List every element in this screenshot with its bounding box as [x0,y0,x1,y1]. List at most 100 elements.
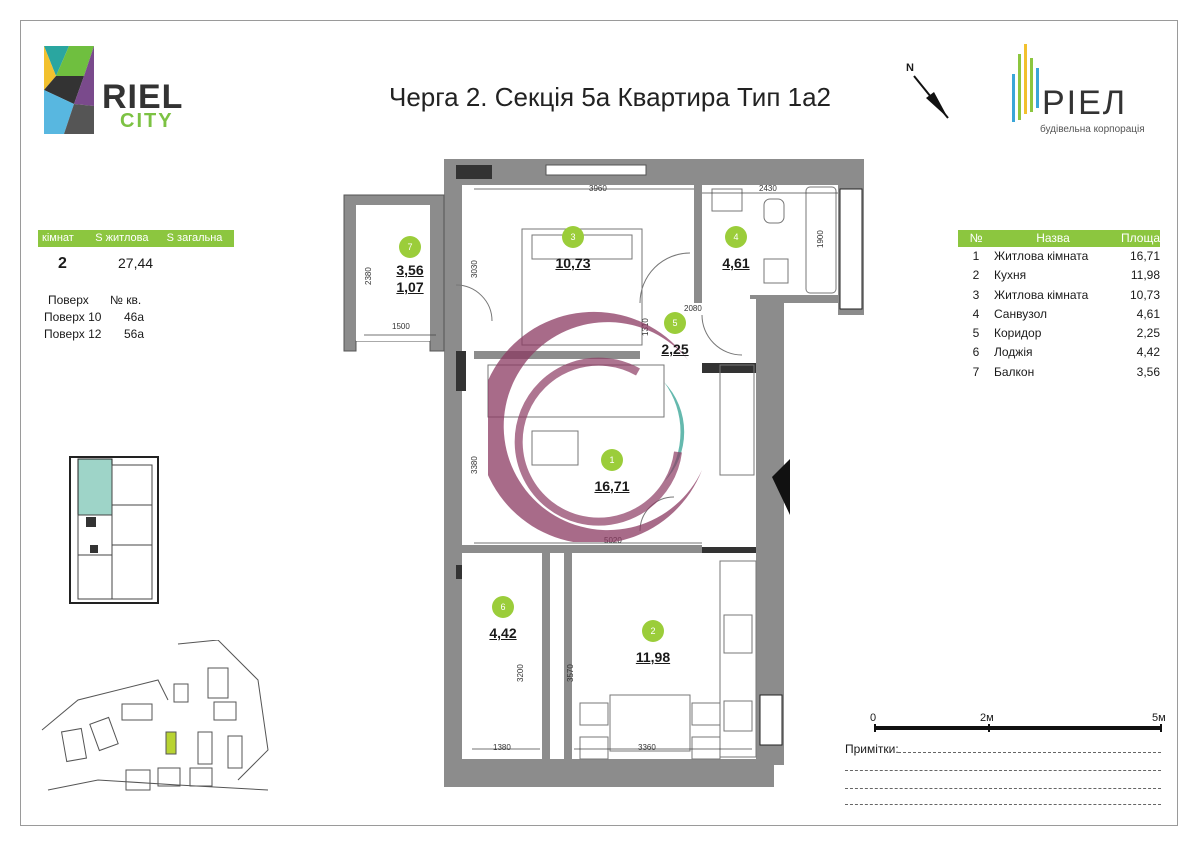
rooms-header-num: № [969,231,983,245]
room-name: Житлова кімната [994,249,1089,263]
room-name: Житлова кімната [994,287,1089,302]
table-row: 1 Житлова кімната 16,71 [958,247,1160,266]
dim-label: 1500 [392,322,410,331]
note-line [898,752,1161,753]
bathtub [805,186,837,294]
room-area-value: 2,25 [1136,326,1160,341]
floor-name: Поверх 10 [44,310,102,324]
room-badge: 4 [725,226,747,248]
note-line [845,770,1161,771]
dim-label: 3380 [470,456,479,474]
room-num: 7 [972,364,980,379]
window-kitchen [759,694,783,746]
riel-city-logo-mark [44,46,94,134]
riel-city-logo: RIEL CITY [44,46,182,139]
room-name: Санвузол [994,306,1047,321]
room-num: 3 [972,287,980,302]
room-area: 2,25 [661,341,689,357]
entrance-arrow-icon [772,459,790,515]
window-right [839,188,863,310]
shower-drain [763,258,789,284]
floors-row: Поверх 12 56а [44,326,144,343]
floors-header-floor: Поверх [48,293,89,307]
note-line [845,804,1161,805]
room-area-value: 10,73 [1129,287,1160,302]
room-area-value: 16,71 [1129,249,1160,263]
riel-corp-logo: РІЕЛ будівельна корпорація [1010,44,1145,135]
riel-corp-logo-mark [1012,44,1039,122]
corp-subtitle: будівельна корпорація [1040,124,1145,135]
page-frame [20,20,1178,826]
dim-label: 3570 [566,664,575,682]
note-line [845,788,1161,789]
rooms-header-area: Площа [1121,231,1160,245]
scale-label: 0 [870,712,877,724]
room-badge: 1 [601,449,623,471]
sink [723,614,753,654]
room-name: Коридор [994,326,1042,341]
washbasin [711,188,743,212]
wardrobe [719,364,755,476]
furniture [455,186,837,760]
summary-header-rooms: кімнат [42,232,74,244]
scale-label: 5м [1152,712,1166,724]
compass-arrow-icon [913,75,949,119]
floors-row: Поверх 10 46а [44,309,144,326]
room-area: 11,98 [635,649,671,665]
corp-brand-text: РІЕЛ [1042,84,1128,122]
page-title: Черга 2. Секція 5а Квартира Тип 1а2 [388,82,831,112]
compass: N [900,60,960,135]
logo-brand-text: RIEL [102,78,184,116]
rooms-table-header: № Назва Площа [958,230,1160,247]
room-num: 4 [972,306,980,321]
summary-header-living: S житлова [95,232,149,244]
rooms-header-name: Назва [1036,231,1070,245]
summary-header-total: S загальна [166,232,223,244]
summary-living-value: 27,44 [118,255,154,271]
room-area: 10,73 [555,255,591,271]
dim-label: 1900 [816,230,825,248]
room-area-secondary: 1,07 [396,279,424,295]
floor-name: Поверх 12 [44,327,102,341]
floor-apt: 46а [124,310,145,324]
dining-table [609,694,691,752]
summary-header: кімнат S житлова S загальна [38,230,234,247]
room-area-value: 3,56 [1136,364,1160,379]
toilet [763,198,785,224]
room-area: 4,42 [489,625,517,641]
room-area-value: 4,42 [1136,345,1160,360]
summary-rooms-value: 2 [58,255,67,272]
room-badge: 2 [642,620,664,642]
room-badge: 3 [562,226,584,248]
room-name: Балкон [994,364,1035,379]
table-row: 7 Балкон 3,56 [958,363,1160,382]
dim-label: 2430 [759,184,777,193]
site-plan [41,640,269,791]
kitchen-counter [719,560,757,758]
dim-label: 3360 [638,743,656,752]
floor-plan [343,159,864,787]
dim-label: 3200 [516,664,525,682]
dim-label: 3960 [589,184,607,193]
coffee-table [531,430,579,466]
cooktop [723,700,753,732]
room-badge: 7 [399,236,421,258]
scale-bar-line [874,724,1162,732]
dim-label: 2080 [684,304,702,313]
compass-north-label: N [906,62,914,74]
floors-table: Поверх № кв. Поверх 10 46а Поверх 12 56а [44,292,144,343]
dim-label: 3030 [470,260,479,278]
scale-label: 2м [980,712,994,724]
room-area: 4,61 [722,255,750,271]
dim-label: 1380 [493,743,511,752]
room-num: 1 [972,249,980,263]
room-num: 6 [972,345,980,360]
summary-table: кімнат S житлова S загальна 2 27,44 [38,230,234,273]
room-badge: 5 [664,312,686,334]
room-area: 16,71 [594,478,630,494]
summary-values: 2 27,44 [38,255,234,273]
floor-apt: 56а [124,327,145,341]
section-key-plan [69,456,159,604]
